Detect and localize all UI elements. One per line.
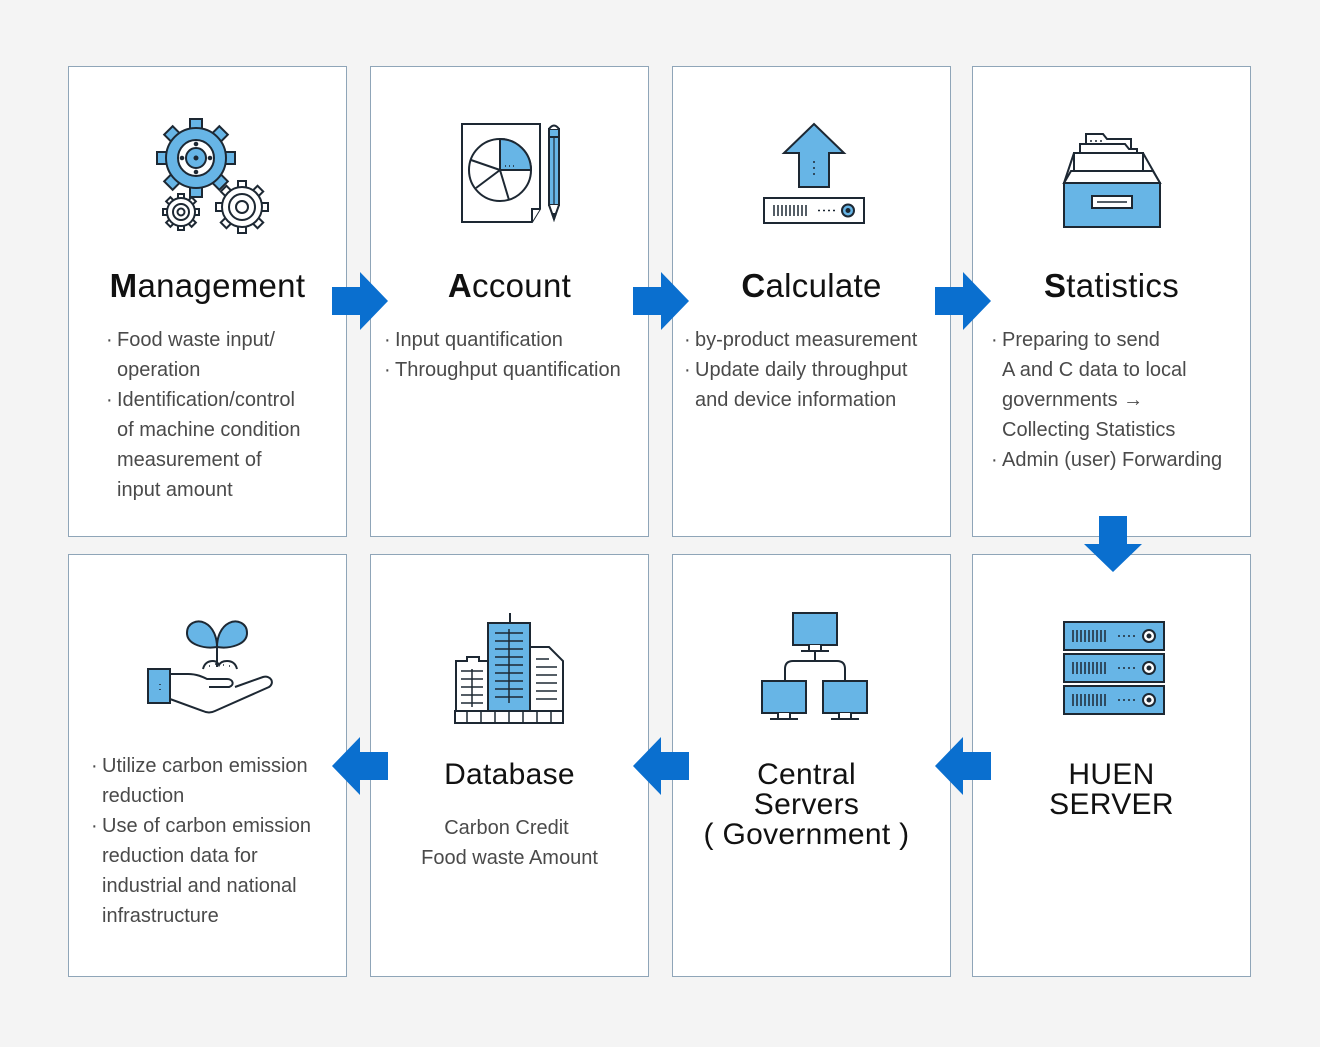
bullet-item: Throughput quantification [384,355,647,385]
database-lines: Carbon Credit Food waste Amount [421,817,598,869]
title-rest: tatistics [1066,267,1180,304]
server-rack-icon [1063,621,1165,715]
arrow-left-icon [633,737,689,795]
step-title-huen-server: HUEN SERVER [1049,758,1174,821]
arrow-left-icon [935,737,991,795]
arrow-right-icon [332,272,388,330]
gears-icon [156,118,269,234]
step-title-management: Management [69,267,346,305]
title-initial: A [447,267,473,304]
step-card-calculate: Calculate by-product measurement Update … [672,66,951,537]
bullet-list-management: Food waste input/operation Identificatio… [106,325,343,505]
bullet-item: by-product measurement [684,325,950,355]
step-title-database: Database [444,758,575,791]
title-rest: ccount [472,267,572,304]
title-rest: anagement [137,267,306,304]
title-initial: M [109,267,138,304]
step-title-central-servers: Central Servers ( Government ) [703,758,910,851]
step-card-management: Management Food waste input/operation Id… [68,66,347,537]
sprout-hand-icon [147,620,273,714]
file-cabinet-icon [1062,133,1162,228]
bullet-list-account: Input quantification Throughput quantifi… [384,325,647,385]
step-card-central-servers: Central Servers ( Government ) [672,554,951,977]
step-title-account: Account [371,267,648,305]
title-rest: alculate [765,267,882,304]
title-initial: C [741,267,766,304]
step-card-account: Account Input quantification Throughput … [370,66,649,537]
network-computers-icon [761,612,868,720]
upload-device-icon [763,122,865,224]
step-card-database: Database Carbon Credit Food waste Amount [370,554,649,977]
step-title-calculate: Calculate [673,267,950,305]
title-initial: S [1043,267,1067,304]
bullet-item: Admin (user) Forwarding [991,445,1250,475]
building-icon [454,613,564,724]
step-title-statistics: Statistics [973,267,1250,305]
pie-report-pencil-icon [461,123,560,223]
bullet-item: Input quantification [384,325,647,355]
arrow-left-icon [332,737,388,795]
arrow-right-icon [935,272,991,330]
bullet-list-calculate: by-product measurement Update daily thro… [684,325,950,415]
arrow-down-icon [1084,516,1142,572]
arrow-right-icon [633,272,689,330]
step-card-huen-server: HUEN SERVER [972,554,1251,977]
bullet-item: Food waste input/operation [106,325,343,385]
